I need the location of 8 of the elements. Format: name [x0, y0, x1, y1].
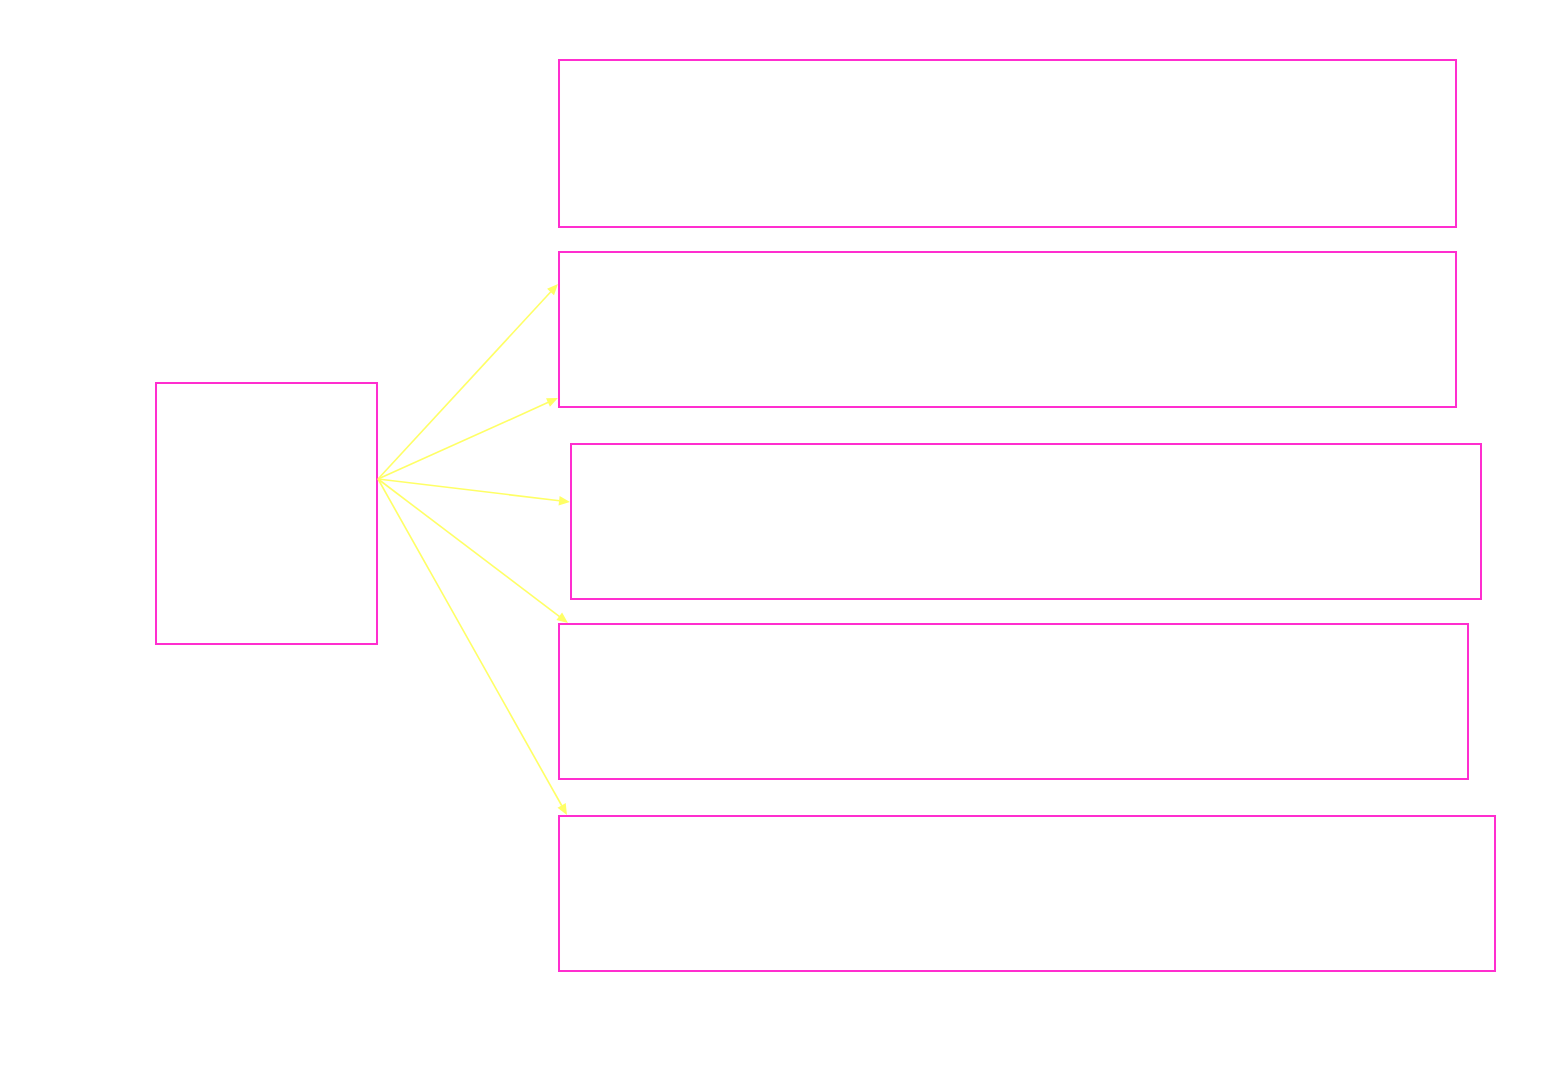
empty-box	[558, 59, 1457, 228]
empty-box	[558, 623, 1469, 780]
empty-box	[558, 251, 1457, 408]
arrow	[377, 284, 558, 480]
empty-box	[558, 815, 1496, 972]
arrow	[377, 478, 568, 623]
empty-box	[155, 382, 378, 645]
empty-box	[570, 443, 1482, 600]
